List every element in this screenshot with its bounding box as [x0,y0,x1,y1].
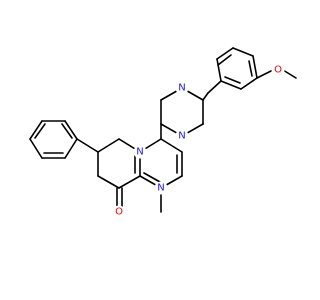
bond [97,175,120,189]
atom-label-o: O [274,65,282,76]
bond [217,54,232,66]
atom-label-o: O [115,207,123,218]
nitrogen-atom: N [175,81,189,95]
bond [61,123,73,139]
bond [282,69,297,79]
bond [202,92,209,101]
bond [29,138,43,159]
nitrogen-atom: N [175,129,189,143]
bond [64,120,78,140]
bond [97,138,120,153]
atom-label-n: N [157,183,164,194]
nitrogen-atom: N [133,145,147,159]
bond [34,123,46,139]
atom-label-n: N [136,147,143,158]
bond [232,47,254,57]
bond [160,138,183,153]
bond [224,76,241,84]
oxygen-atom: O [271,63,285,77]
atom-label-layer: N N N N O O [112,63,285,219]
bond [64,138,78,159]
nitrogen-atom: N [154,181,168,195]
bond [216,47,234,60]
atom-label-n: N [178,131,185,142]
bond [143,172,161,183]
bond [248,60,253,77]
bond [256,69,274,79]
bond [118,175,141,189]
bond [240,77,258,90]
bond [207,80,222,94]
molecule-diagram: N N N N O O [29,47,297,219]
atom-label-n: N [178,83,185,94]
bond [252,55,258,79]
bond [220,80,242,90]
bond [29,120,43,140]
oxygen-atom: O [112,205,126,219]
bond [216,58,222,82]
bond [76,138,99,153]
bond-layer [29,47,297,213]
